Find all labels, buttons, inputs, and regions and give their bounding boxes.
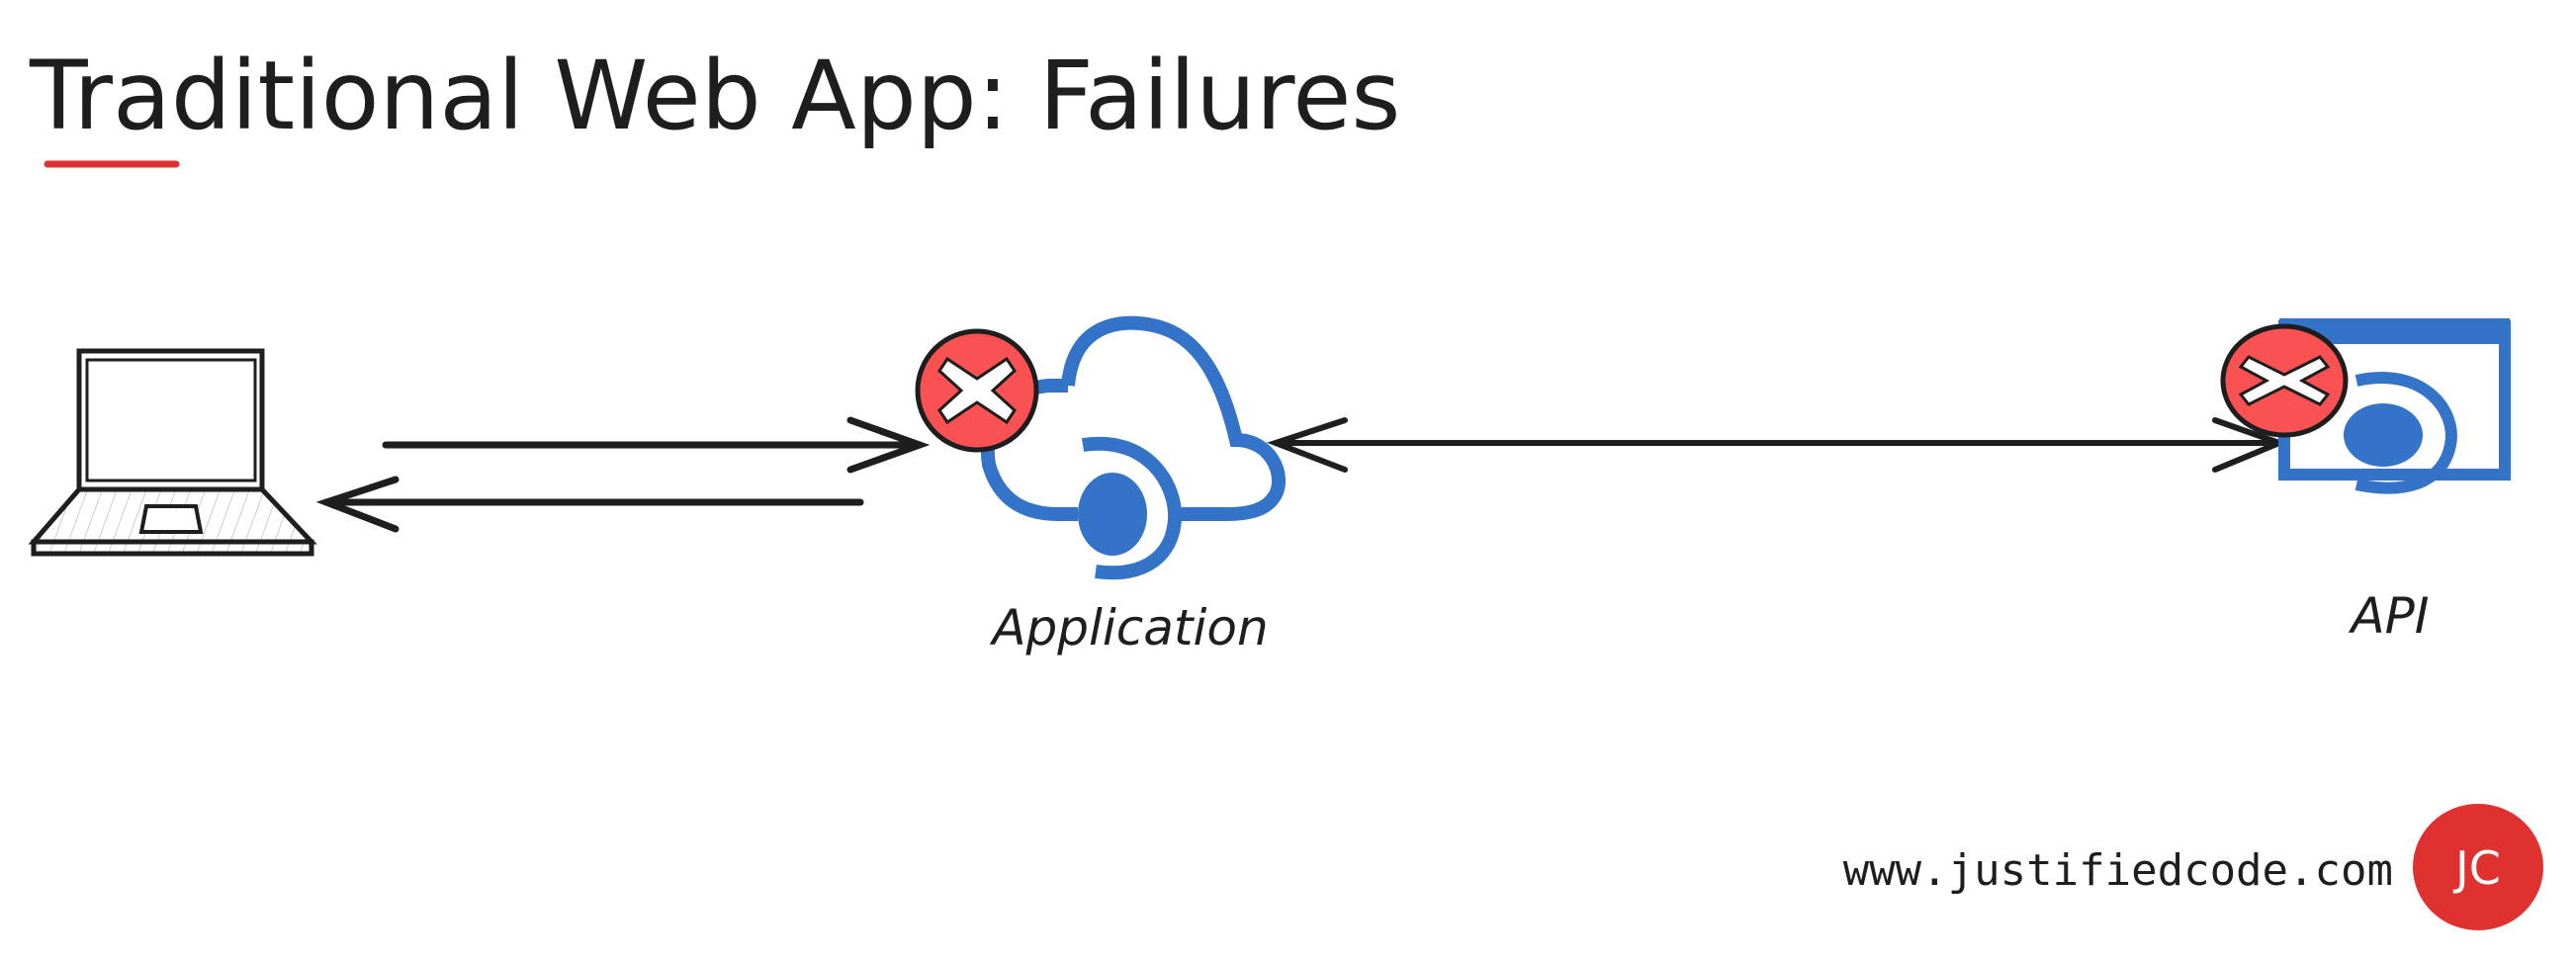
error-icon	[915, 328, 1039, 453]
logo: JC	[2413, 804, 2543, 930]
website-link[interactable]: www.justifiedcode.com	[1843, 845, 2393, 896]
error-icon	[2220, 323, 2349, 438]
api-label: API	[2348, 587, 2429, 645]
application-label: Application	[989, 599, 1268, 657]
request-arrow	[382, 416, 931, 474]
logo-text: JC	[2452, 841, 2501, 895]
page-title: Traditional Web App: Failures	[29, 41, 1400, 151]
laptop-icon	[28, 348, 317, 557]
response-arrow	[315, 476, 864, 533]
app-api-arrow	[1267, 417, 2288, 473]
cloud-service-icon	[980, 315, 1287, 580]
